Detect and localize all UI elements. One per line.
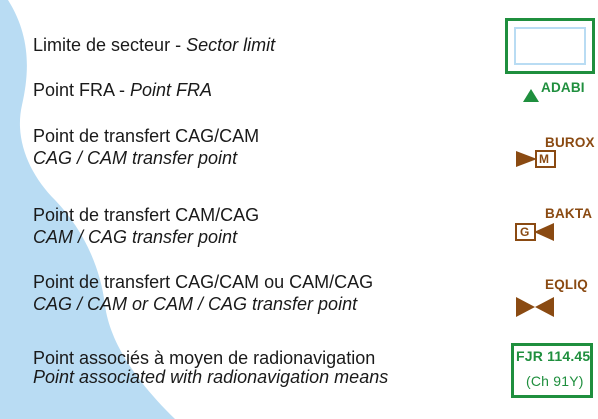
transfer-flag-left-icon — [515, 223, 554, 241]
transfer-flag-right-icon — [516, 150, 556, 168]
legend-row-cam-cag: Point de transfert CAM/CAG CAM / CAG tra… — [33, 204, 259, 248]
sector-limit-box-icon — [505, 18, 595, 74]
both-transfer-label-en: CAG / CAM or CAM / CAG transfer point — [33, 294, 358, 314]
legend-row-sector-limit: Limite de secteur - Sector limit — [33, 34, 275, 56]
cag-cam-label-fr: Point de transfert CAG/CAM — [33, 126, 260, 146]
fra-point-label-fr: Point FRA - — [33, 80, 131, 100]
cam-cag-letter: G — [520, 225, 530, 239]
navaid-box-icon — [511, 343, 593, 398]
sector-limit-label-en: Sector limit — [186, 35, 276, 55]
bowtie-icon — [516, 297, 554, 317]
cam-cag-code: BAKTA — [545, 206, 593, 221]
fra-point-code: ADABI — [541, 80, 585, 95]
cam-cag-label-en: CAM / CAG transfer point — [33, 227, 238, 247]
both-transfer-label-fr: Point de transfert CAG/CAM ou CAM/CAG — [33, 272, 374, 292]
both-transfer-code: EQLIQ — [545, 277, 589, 292]
legend-row-cag-cam: Point de transfert CAG/CAM CAG / CAM tra… — [33, 125, 259, 169]
cam-cag-label-fr: Point de transfert CAM/CAG — [33, 205, 260, 225]
fra-point-label-en: Point FRA — [130, 80, 213, 100]
legend-row-both-transfer: Point de transfert CAG/CAM ou CAM/CAG CA… — [33, 271, 373, 315]
sector-limit-label-fr: Limite de secteur - — [33, 35, 187, 55]
legend-row-fra-point: Point FRA - Point FRA — [33, 79, 212, 101]
navaid-label-fr: Point associés à moyen de radionavigatio… — [33, 348, 376, 368]
legend-row-navaid: Point associés à moyen de radionavigatio… — [33, 349, 388, 387]
cag-cam-code: BUROX — [545, 135, 595, 150]
navaid-label-en: Point associated with radionavigation me… — [33, 367, 389, 387]
cag-cam-label-en: CAG / CAM transfer point — [33, 148, 238, 168]
cag-cam-letter: M — [539, 152, 550, 166]
green-triangle-icon — [523, 89, 539, 102]
navaid-channel: (Ch 91Y) — [526, 373, 584, 389]
navaid-frequency: FJR 114.45 — [516, 348, 591, 364]
